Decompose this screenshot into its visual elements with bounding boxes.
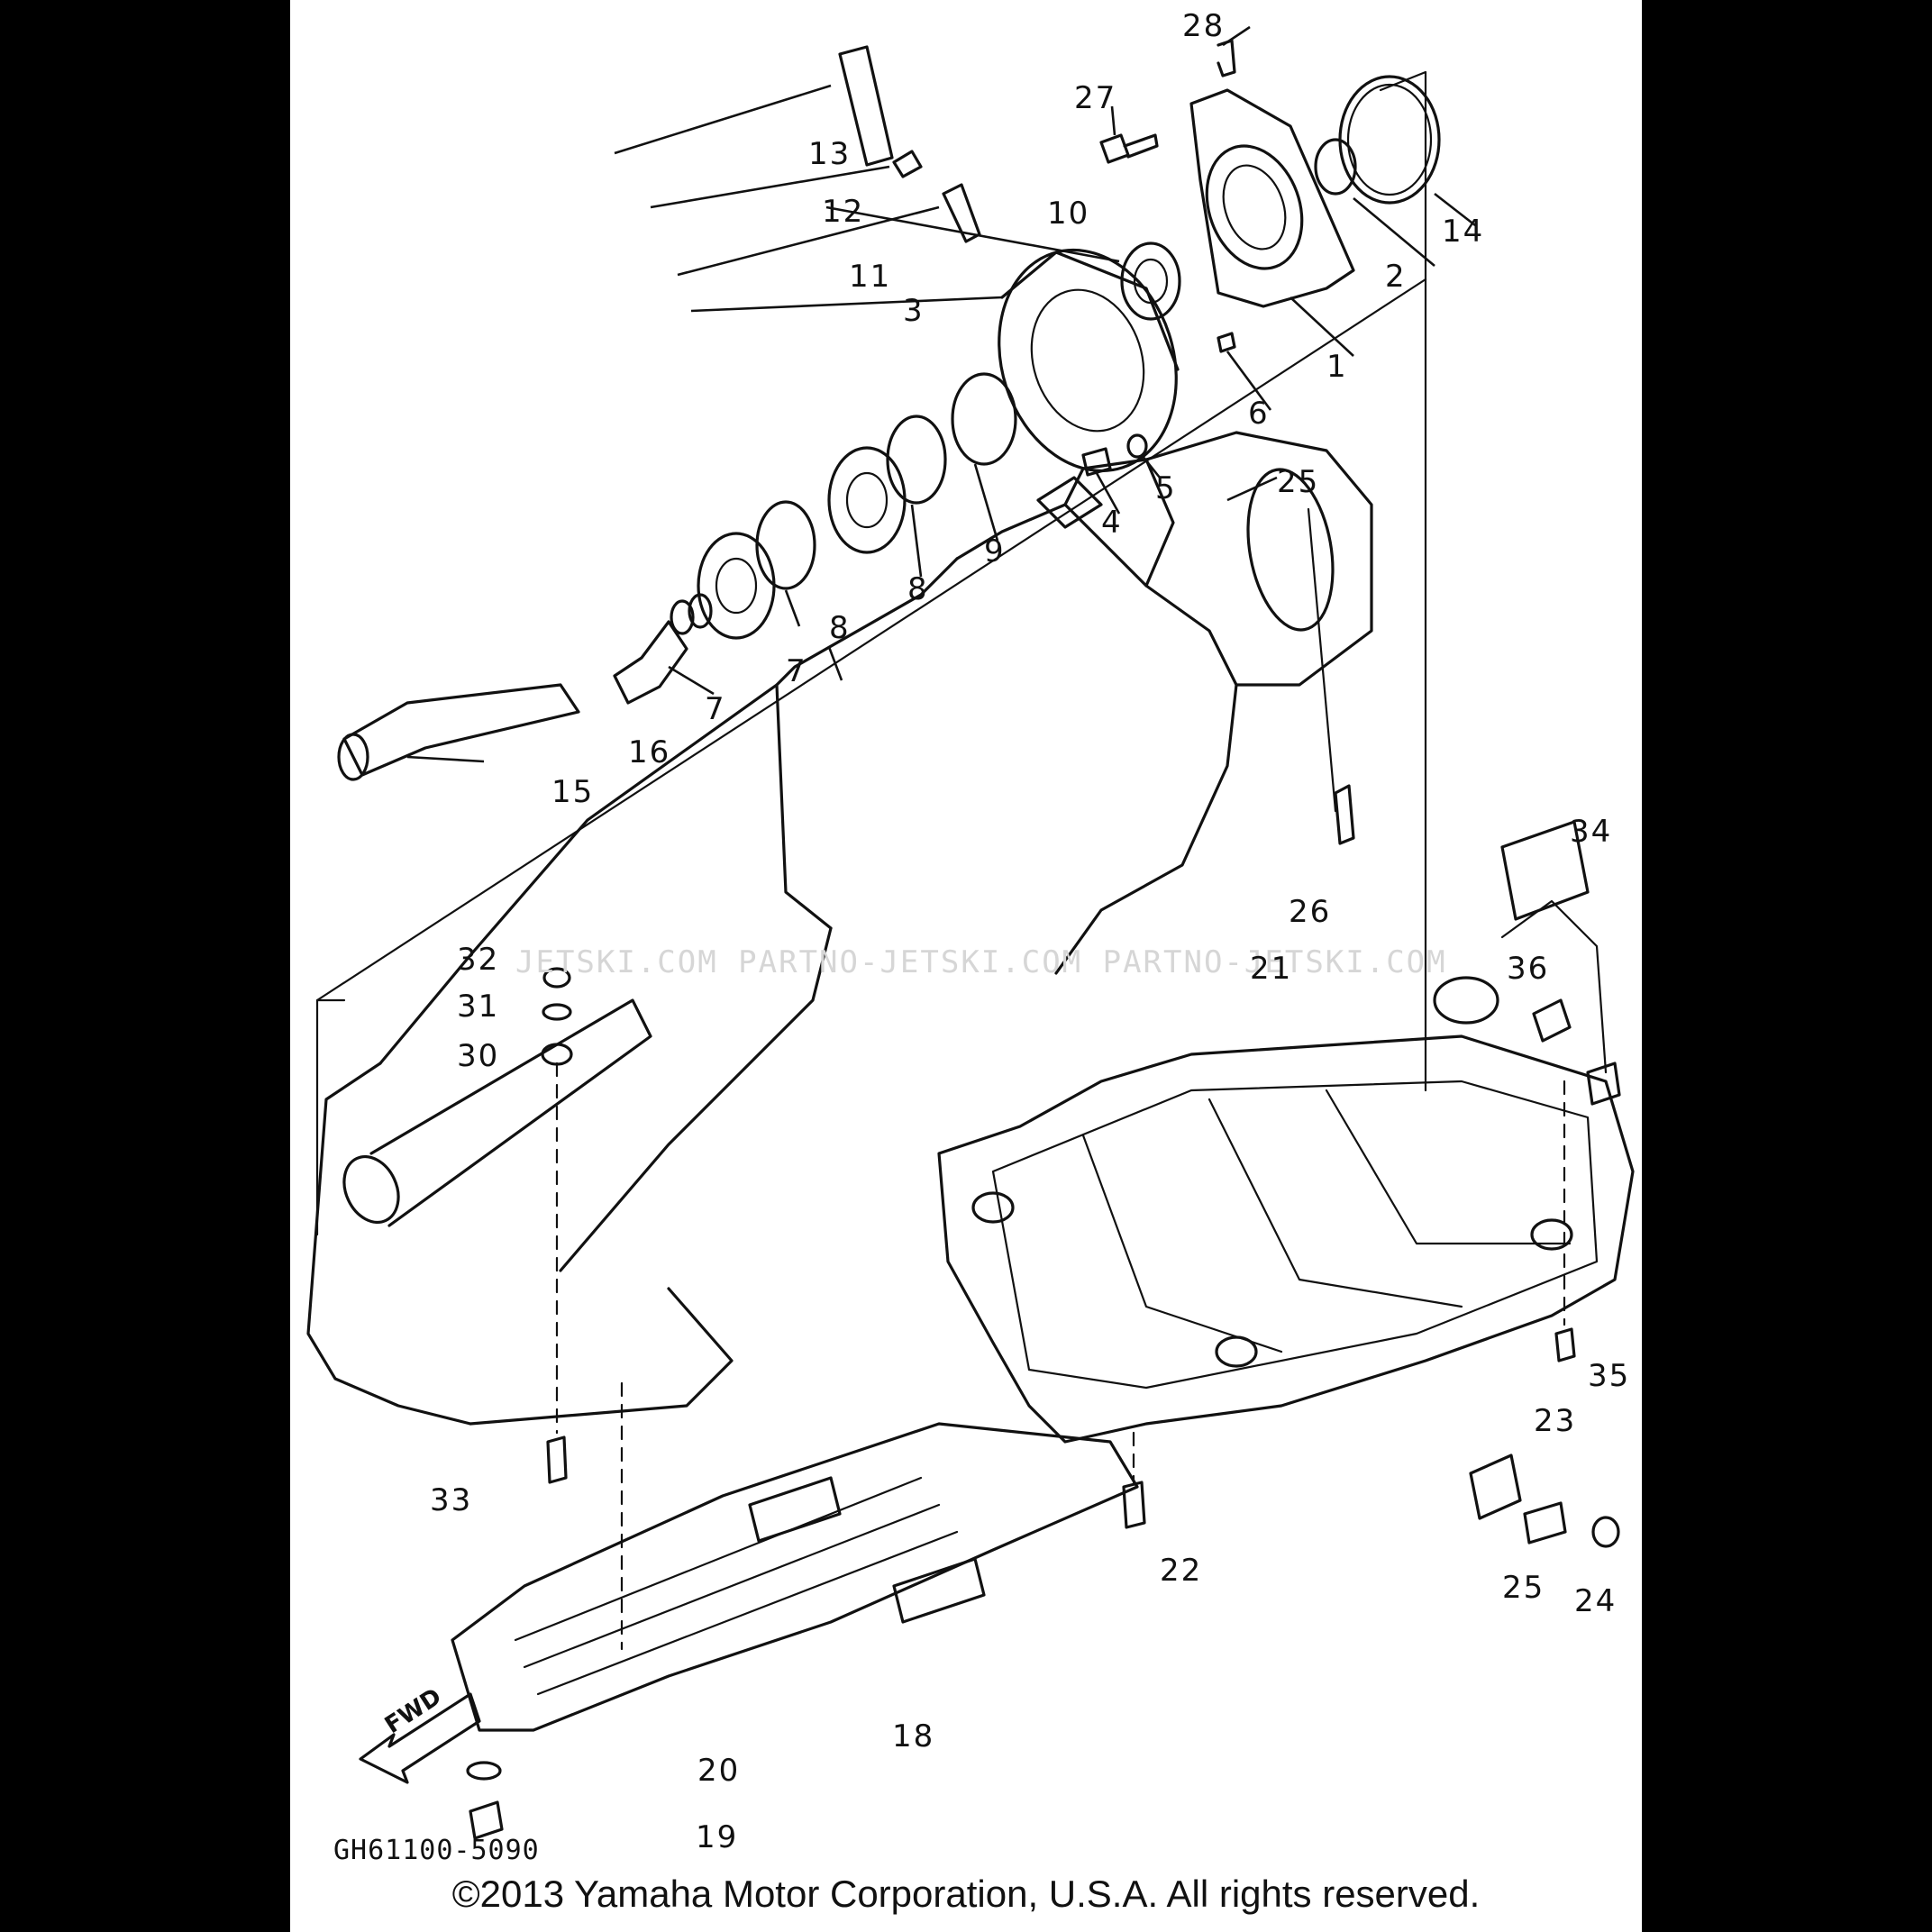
callout-20: 20: [697, 1753, 741, 1789]
callout-28: 27: [1074, 80, 1117, 116]
callout-12: 11: [849, 259, 892, 295]
drawing-code: GH61100-5090: [333, 1835, 540, 1866]
callout-35: 35: [1588, 1358, 1631, 1394]
callout-10: 9: [984, 533, 1006, 570]
callout-36: 36: [1507, 951, 1550, 987]
callout-8-upper: 8: [907, 571, 929, 607]
callout-32: 32: [457, 942, 500, 978]
callout-27: 26: [1289, 894, 1332, 930]
parts-diagram-sheet: JETSKI.COM PARTNO-JETSKI.COM PARTNO-JETS…: [290, 0, 1642, 1932]
callout-4: 4: [1101, 505, 1123, 541]
watermark: JETSKI.COM PARTNO-JETSKI.COM PARTNO-JETS…: [515, 944, 1447, 980]
callout-14: 13: [808, 136, 852, 172]
callout-1: 1: [1326, 349, 1348, 385]
callout-18: 18: [892, 1718, 935, 1754]
callout-3: 3: [903, 293, 925, 329]
callout-21: 21: [1250, 951, 1293, 987]
callout-16: 15: [551, 774, 595, 810]
callout-26: 25: [1277, 464, 1320, 500]
callout-15: 14: [1442, 214, 1485, 250]
callout-11: 10: [1047, 196, 1090, 232]
callout-34: 34: [1570, 814, 1613, 850]
copyright-notice: ©2013 Yamaha Motor Corporation, U.S.A. A…: [451, 1873, 1481, 1915]
callout-8-lower: 7: [786, 653, 807, 689]
callout-19: 19: [696, 1819, 739, 1855]
callout-22: 22: [1160, 1553, 1203, 1589]
callout-9: 8: [829, 610, 851, 646]
callout-17: 16: [628, 734, 671, 770]
callout-5: 5: [1155, 470, 1177, 506]
callout-24: 24: [1574, 1583, 1618, 1619]
callout-7: 7: [705, 691, 726, 727]
callout-33: 33: [430, 1482, 473, 1518]
callout-29: 28: [1182, 8, 1226, 44]
exploded-parts-drawing: [306, 25, 1635, 1840]
callout-2: 2: [1385, 259, 1407, 295]
callout-30: 30: [457, 1038, 500, 1074]
callout-31: 31: [457, 989, 500, 1025]
callout-25: 25: [1502, 1570, 1545, 1606]
callout-23: 23: [1534, 1403, 1577, 1439]
callout-13: 12: [822, 194, 865, 230]
callout-6: 6: [1248, 396, 1270, 432]
